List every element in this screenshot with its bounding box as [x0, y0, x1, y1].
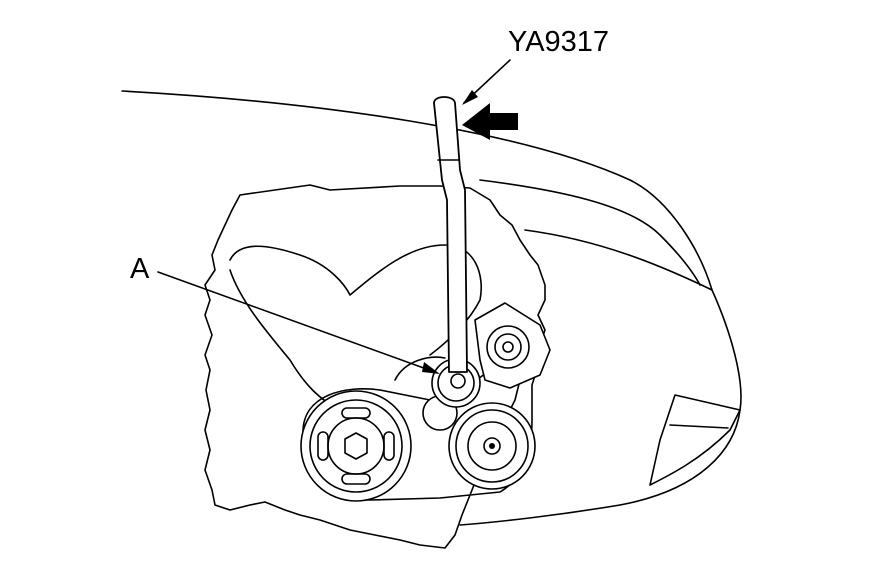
crank-slot-top: [341, 407, 371, 419]
part-a-label: A: [130, 253, 150, 285]
idler-pulley-outer: [486, 325, 530, 369]
fender-outline: [121, 90, 742, 526]
fender-headlight-inner: [669, 424, 729, 429]
fender-inner-line-1: [479, 179, 701, 286]
tool-ya9317: [433, 96, 468, 373]
tool-label: YA9317: [508, 26, 610, 58]
crank-pulley-bolt: [344, 432, 368, 460]
crank-slot-right: [383, 431, 395, 461]
crank-pulley-rim: [309, 399, 403, 493]
tensioner-bolt: [450, 373, 466, 389]
part-a-leader-line: [157, 271, 433, 372]
crank-slot-left: [317, 431, 329, 461]
arrow-right-icon: [462, 103, 518, 140]
cylinder-head-contour: [229, 244, 482, 356]
engine-block-outline: [204, 184, 546, 549]
crank-slot-bottom: [341, 473, 371, 485]
idler-pulley-inner: [494, 333, 522, 361]
alternator-pulley-hub: [483, 437, 501, 455]
engine-cover-curve: [394, 356, 446, 381]
alternator-pulley-mid: [467, 421, 517, 471]
fender-headlight: [649, 394, 741, 486]
engine-lower-contour: [229, 269, 341, 411]
crank-pulley-outer: [300, 390, 412, 502]
fender-inner-line-2: [524, 229, 713, 291]
alternator-pulley-rim: [455, 409, 529, 483]
